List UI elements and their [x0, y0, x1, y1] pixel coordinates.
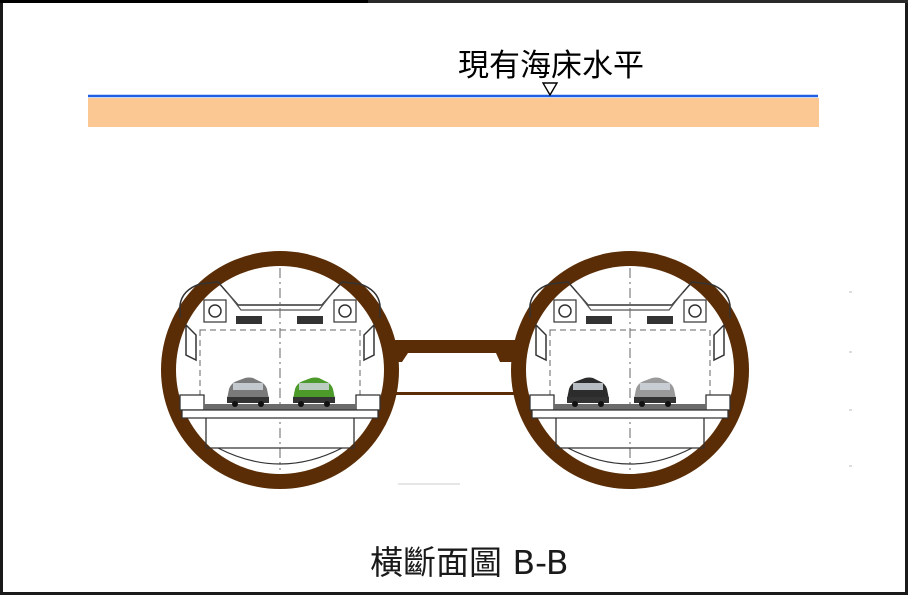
- fill-band: [88, 98, 819, 127]
- level-triangle-icon: [541, 82, 559, 97]
- right-tunnel: [511, 251, 749, 489]
- top-border-left: [0, 0, 368, 3]
- seabed-level-label: 現有海床水平: [458, 48, 644, 84]
- left-tunnel: [161, 251, 399, 489]
- section-caption: 橫斷面圖 B-B: [370, 543, 569, 582]
- cross-passage-opening: [385, 353, 516, 392]
- top-border-right: [368, 0, 908, 3]
